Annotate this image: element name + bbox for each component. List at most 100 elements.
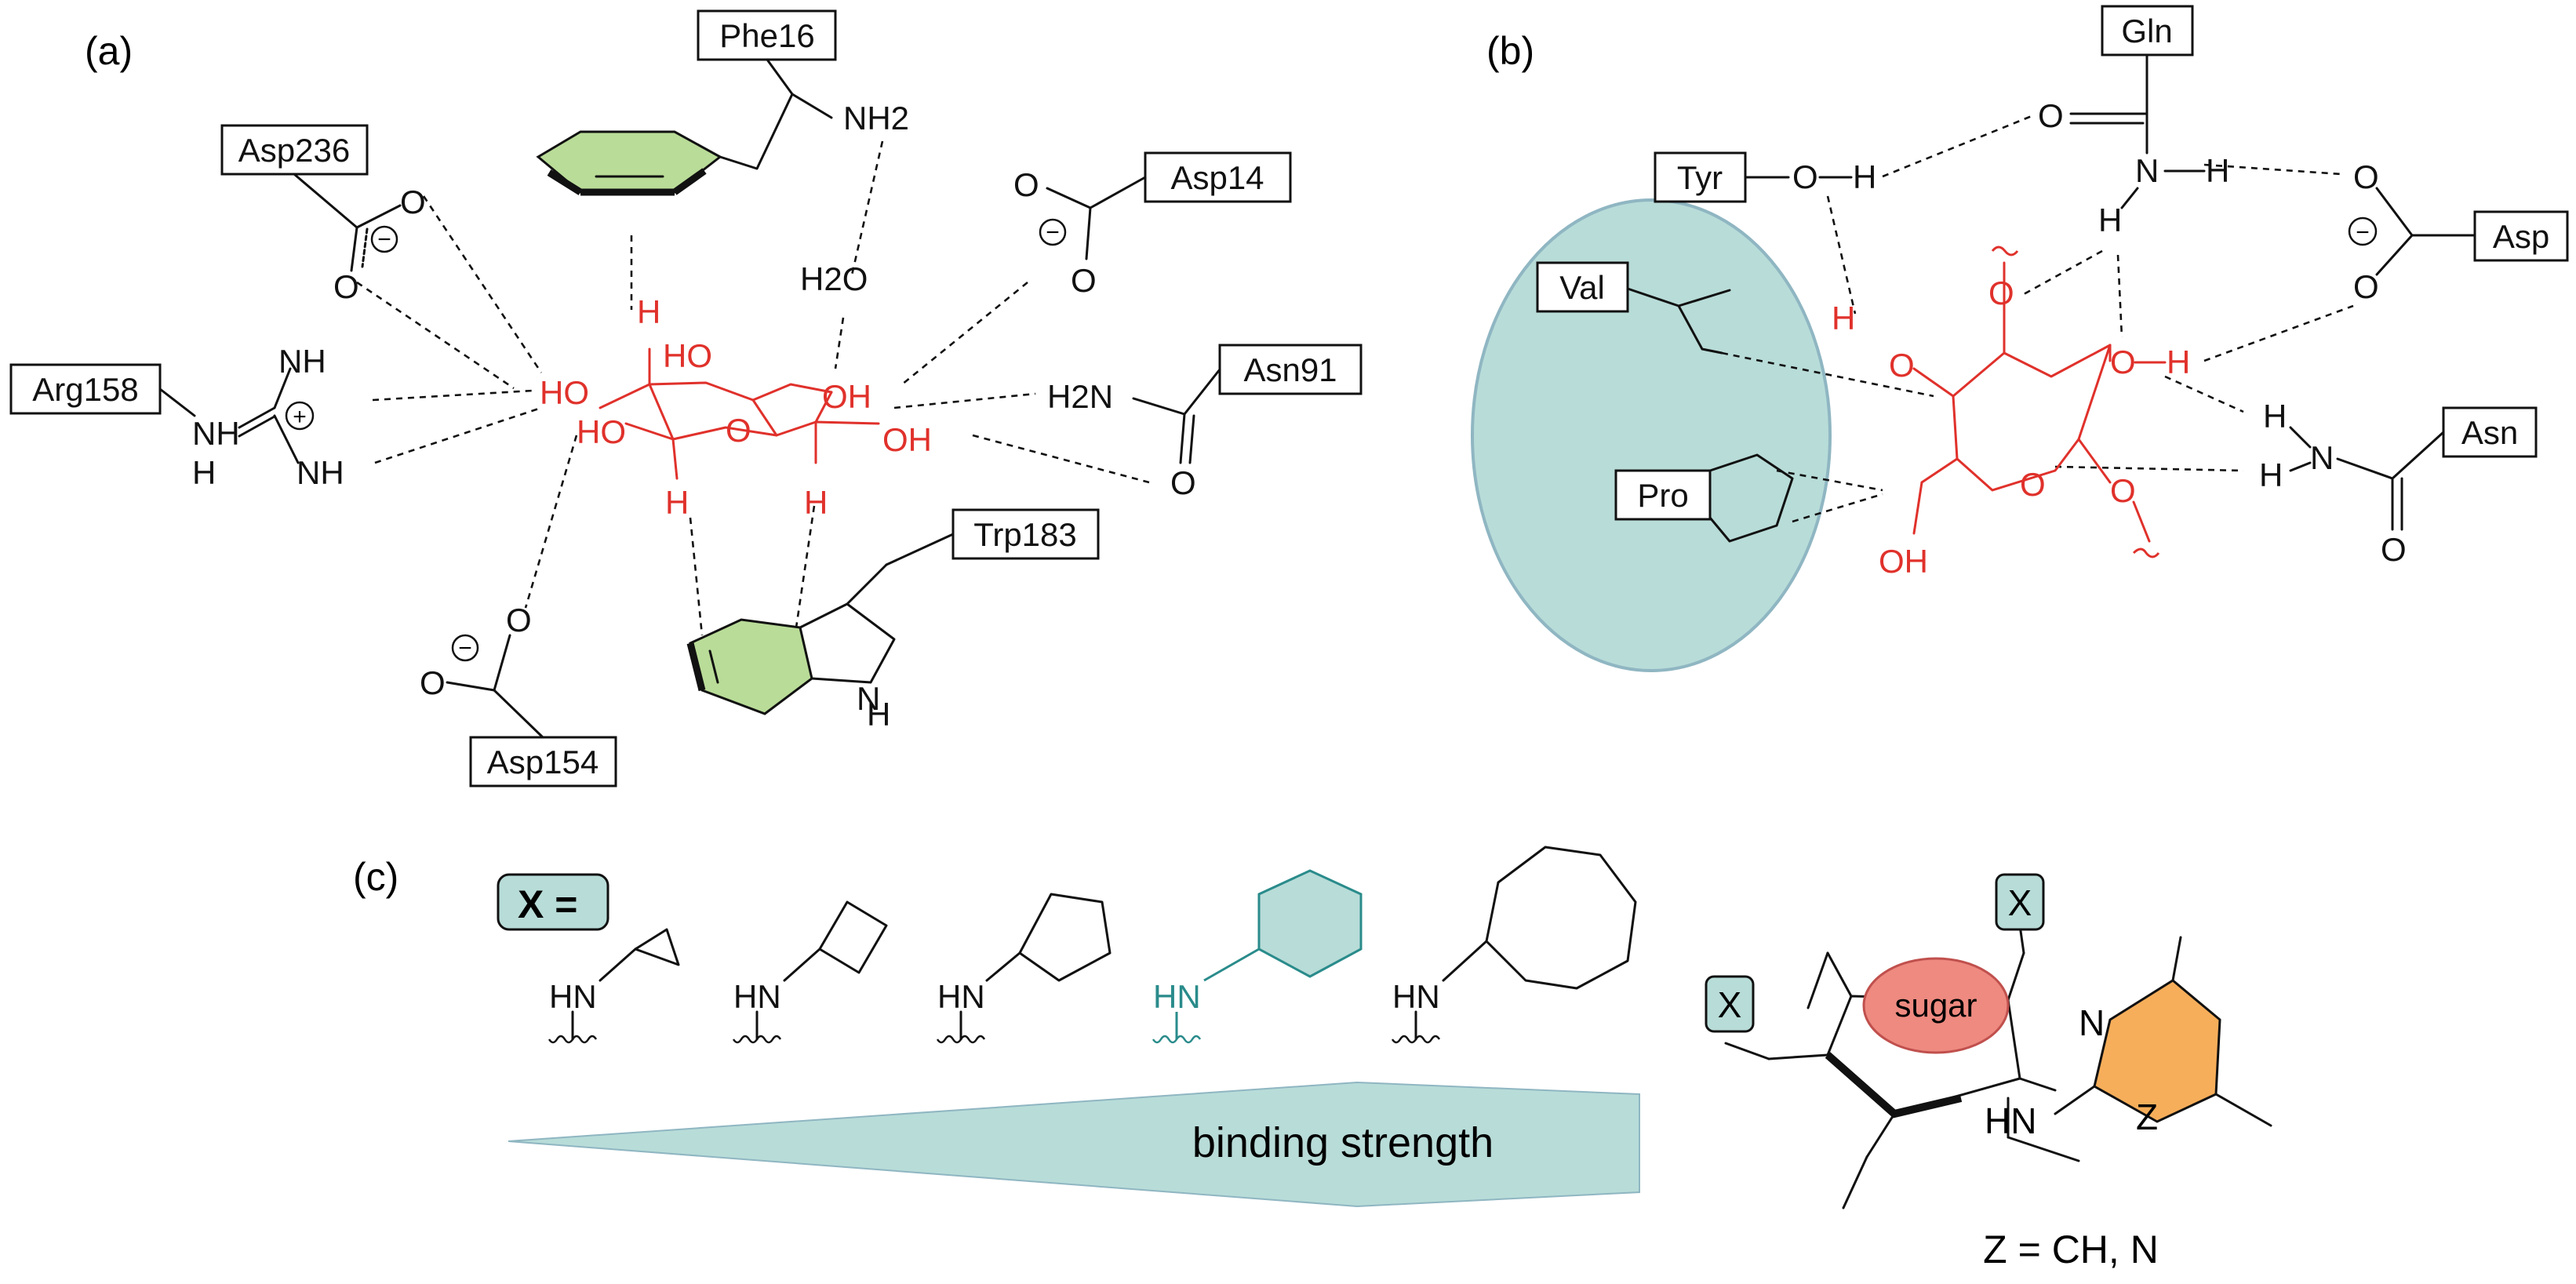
asp14-oxygen-b: O [1071,262,1097,299]
asn-residue: Asn H H N O [2259,398,2538,568]
phe16-residue: Phe16 NH2 [536,9,909,196]
asn91-residue: Asn91 H2N O [1047,344,1363,501]
sugar-b-h-left: H [1832,300,1855,336]
sugar-h-bottom-b: H [804,484,828,521]
asp154-label: Asp154 [487,744,599,780]
arg158-nh-c: NH [297,454,344,491]
asp-oxygen-a: O [2353,158,2379,195]
arg158-nh-b: NH [278,343,326,380]
trp183-nh-h: H [867,696,890,733]
sugar-b-oh-right: O [2110,344,2136,380]
panel-b-hydrogen-bonds [1721,115,2354,523]
asn-h-top: H [2263,398,2287,435]
binding-strength-arrow [508,1081,1640,1208]
gln-residue: Gln O N H H [2038,5,2229,238]
receptor-scaffold: sugar X X N Z HN [1705,873,2272,1209]
cyclohexyl-hn: HN [1153,978,1201,1015]
sugar-b-oh-bottom: OH [1879,543,1928,580]
panel-b-sugar: O O H O H O OH O [1832,246,2190,580]
pyridine-n-label: N [2079,1002,2105,1043]
asp154-residue: Asp154 O O − [420,602,617,787]
cyclopropyl-amine: HN [548,928,680,1044]
tyr-oxygen: O [1792,158,1818,195]
trp183-nh-n: N [857,680,880,717]
binding-strength-label: binding strength [1192,1119,1494,1166]
cyclobutyl-amine: HN [732,900,888,1044]
asp154-charge: − [458,635,472,661]
asn-h-bottom: H [2259,456,2283,493]
cycloheptyl-hn: HN [1392,978,1440,1015]
sugar-ho-bottom: HO [577,413,626,450]
arg158-residue: Arg158 NH H NH NH + [9,343,344,491]
sugar-ho-top: HO [663,337,712,374]
asp154-oxygen-a: O [420,664,446,701]
gln-label: Gln [2121,13,2172,49]
tyr-hydrogen: H [1853,158,1876,195]
hydrophobic-pocket [1471,198,1832,672]
x-box-left [1705,975,1755,1033]
asp236-oxygen-a: O [400,184,426,220]
asn-nitrogen: N [2310,439,2334,476]
pro-residue: Pro [1614,453,1794,543]
asn91-label: Asn91 [1243,351,1337,388]
asp-residue: Asp O O − [2348,158,2569,305]
arg158-charge: + [293,404,307,430]
asp14-charge: − [1046,220,1060,246]
phe16-label: Phe16 [719,17,814,54]
panel-a-label: (a) [85,29,133,73]
trp183-indole-ring [689,618,813,715]
asp14-residue: Asp14 O O − [1013,151,1292,299]
sugar-oval-label: sugar [1894,987,1977,1024]
x-label-right: X [2008,882,2032,923]
pro-label: Pro [1637,477,1688,514]
panel-c: (c) X = HN HN HN HN [353,846,2272,1271]
water-label: H2O [800,260,868,297]
panel-b-label: (b) [1486,29,1534,73]
cyclobutyl-hn: HN [733,978,781,1015]
asn91-h2n-label: H2N [1047,378,1113,415]
x-label-left: X [1718,984,1742,1025]
asp14-oxygen-a: O [1013,166,1039,203]
val-label: Val [1559,269,1605,306]
sugar-h-top: H [637,293,660,330]
sugar-oh-end: OH [882,421,932,458]
val-residue: Val [1536,261,1731,355]
sugar-b-oxygen-top: O [1988,275,2014,311]
tyr-residue: Tyr O H [1654,151,1876,203]
arg158-label: Arg158 [32,371,138,408]
arg158-h-a: H [192,454,216,491]
x-box-right [1995,873,2045,931]
cyclopropyl-hn: HN [549,978,597,1015]
asn91-oxygen: O [1170,464,1196,501]
asp14-label: Asp14 [1170,159,1264,196]
gln-h-down: H [2098,202,2122,238]
z-definition-label: Z = CH, N [1983,1228,2159,1271]
cycloheptyl-amine: HN [1391,846,1637,1044]
trp183-residue: Trp183 N H [686,508,1100,733]
x-definition-label: X = [518,882,577,926]
sugar-b-h-right: H [2167,344,2190,380]
sugar-b-oxygen-left: O [1889,347,1915,384]
asp-oxygen-b: O [2353,268,2379,305]
asp236-oxygen-b: O [333,268,359,305]
scaffold-hn-label: HN [1985,1100,2036,1141]
sugar-b-oxygen-bottom: O [2110,472,2136,509]
arg158-nh-a: NH [192,415,240,452]
sugar-b-ring-oxygen: O [2020,466,2046,503]
sugar-ring-oxygen: O [726,412,751,449]
asp236-residue: Asp236 O O − [220,124,426,305]
panel-a-hydrogen-bonds [356,140,1150,636]
tyr-label: Tyr [1677,159,1723,196]
asn-oxygen: O [2381,531,2407,568]
cyclohexyl-ring [1257,869,1363,978]
asn-label: Asn [2461,414,2518,451]
sugar-oval [1862,957,2010,1054]
asp-label: Asp [2493,218,2549,255]
sugar-ho-left: HO [540,374,589,411]
gln-oxygen: O [2038,97,2064,134]
asp154-oxygen-b: O [506,602,532,638]
cyclopentyl-hn: HN [937,978,985,1015]
panel-c-label: (c) [353,855,398,899]
cyclopentyl-amine: HN [936,893,1112,1044]
